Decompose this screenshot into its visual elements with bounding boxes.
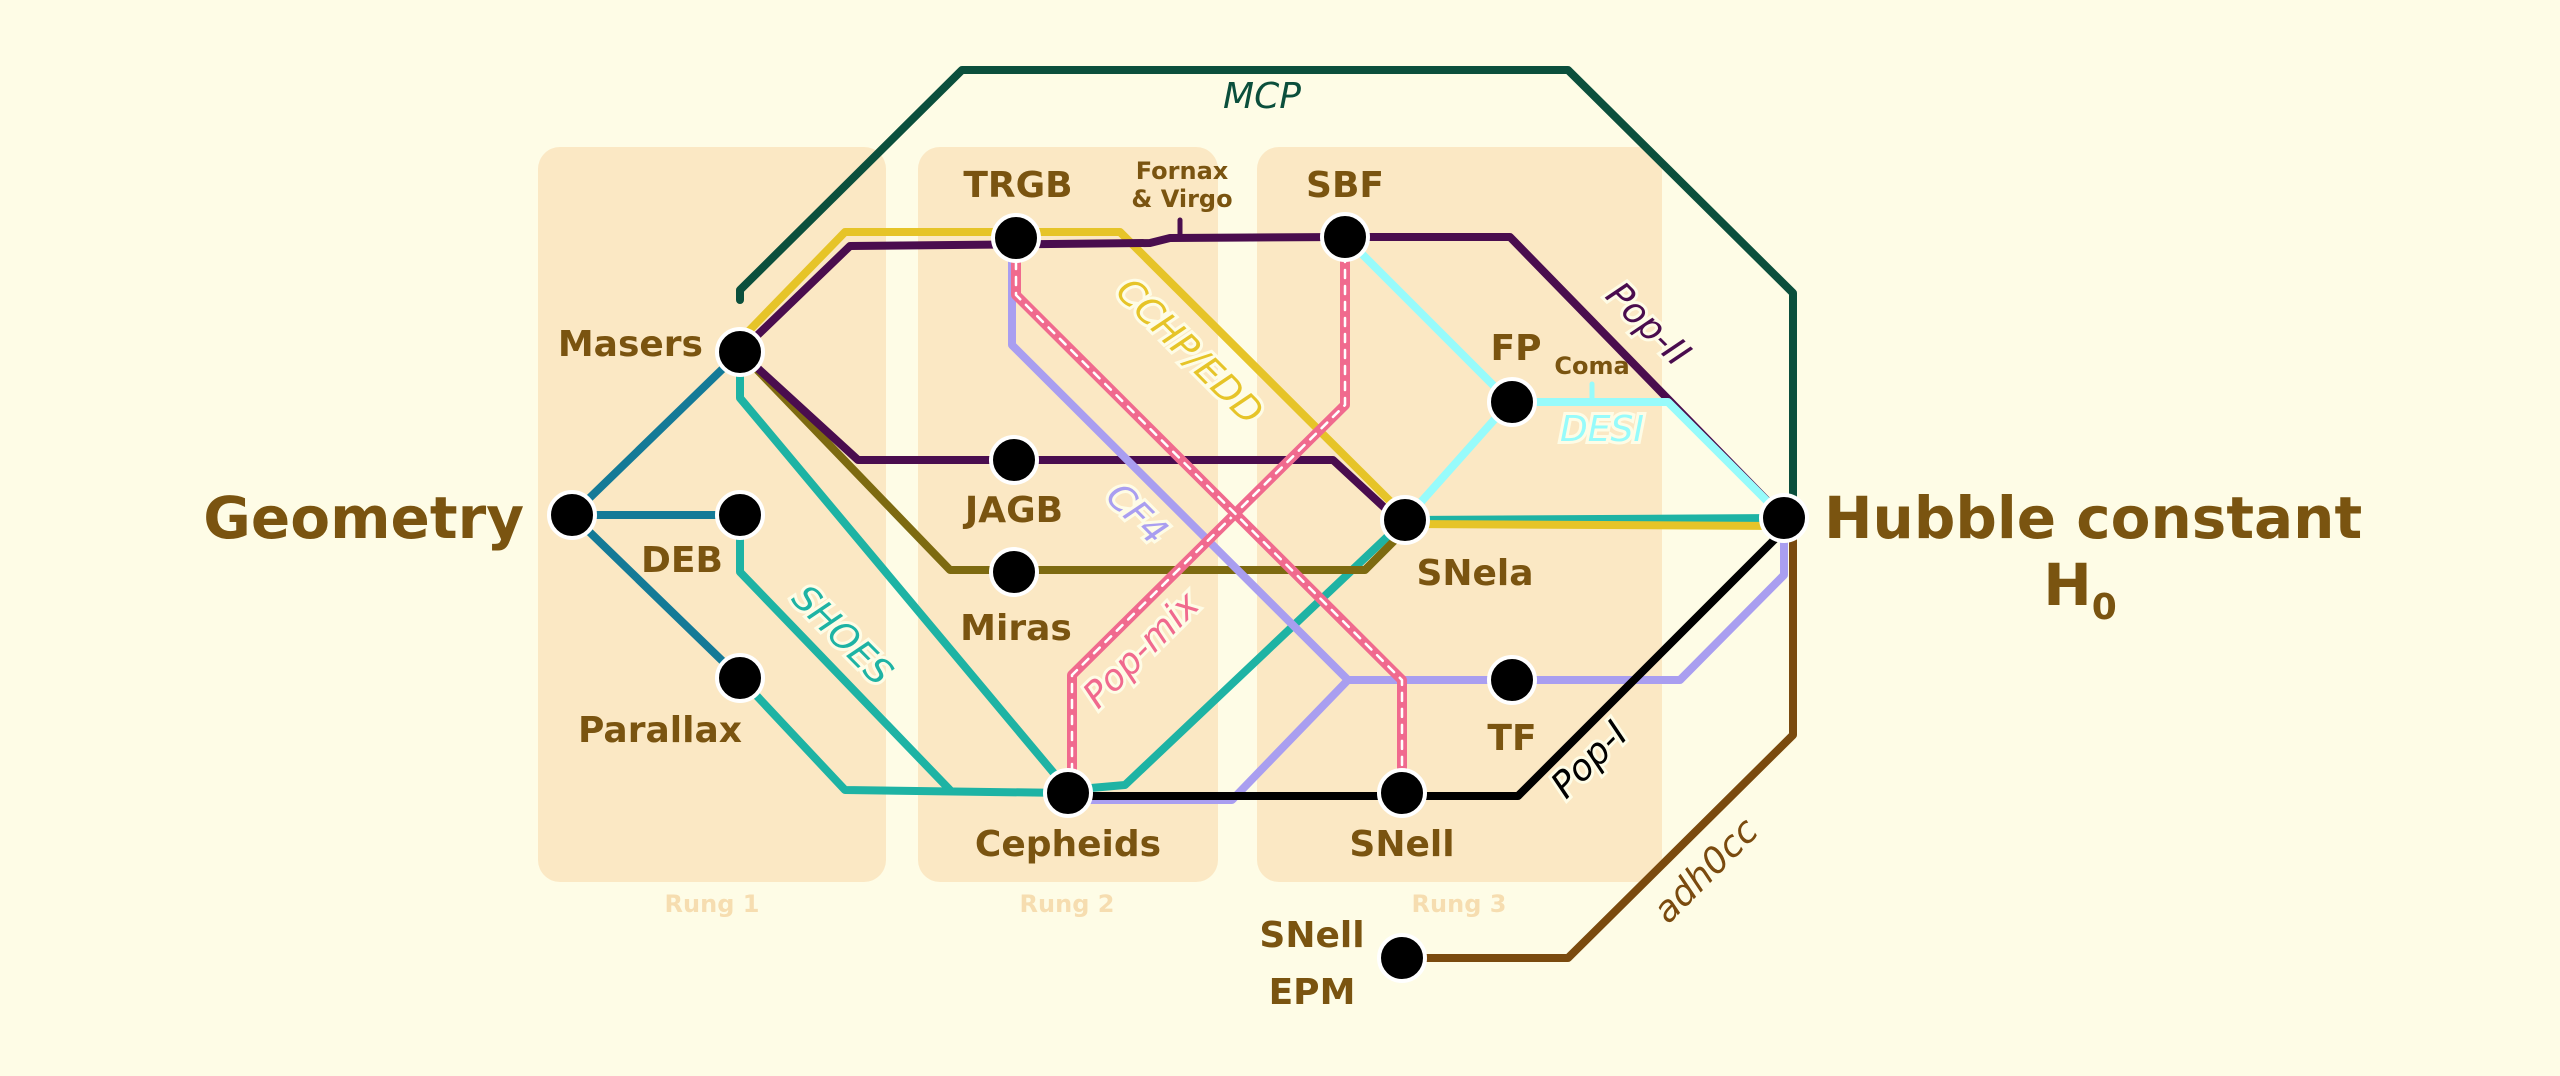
sbf-label: SBF: [1306, 165, 1384, 206]
geometry-masers-line: [568, 348, 744, 519]
snii-epm-label-2: EPM: [1269, 972, 1356, 1013]
sbf-node: [1320, 212, 1370, 262]
snii-node: [1377, 768, 1427, 818]
shoes-parallax-line: [736, 674, 1072, 797]
shoes-main-line: [1064, 514, 1788, 794]
fornax-label-2: & Virgo: [1131, 185, 1232, 213]
miras-node: [989, 547, 1039, 597]
miras-line: [736, 348, 1409, 574]
jagb-label: JAGB: [962, 490, 1063, 531]
rung-3-label: Rung 3: [1412, 890, 1507, 918]
popmix-branch-stripe: [1014, 243, 1404, 792]
fp-label: FP: [1491, 328, 1542, 369]
deb-label: DEB: [641, 540, 723, 581]
rung-2-label: Rung 2: [1020, 890, 1115, 918]
fornax-label-1: Fornax: [1136, 157, 1229, 185]
fp-node: [1487, 377, 1537, 427]
parallax-label: Parallax: [578, 710, 742, 751]
rung-1-label: Rung 1: [665, 890, 760, 918]
hubble-label: Hubble constant: [1824, 484, 2362, 552]
mcp-line: [736, 66, 1797, 504]
masers-label: Masers: [558, 324, 703, 365]
pop1-line: [1068, 526, 1788, 800]
coma-label: Coma: [1554, 352, 1629, 380]
trgb-label: TRGB: [963, 165, 1072, 206]
rung-3-box: [1257, 147, 1662, 882]
hubble-node: [1759, 493, 1809, 543]
cchp-line: [738, 228, 1788, 530]
trgb-node: [991, 213, 1041, 263]
jagb-node: [989, 435, 1039, 485]
masers-node: [715, 327, 765, 377]
snii-epm-label-1: SNell: [1259, 915, 1364, 956]
geometry-label: Geometry: [203, 484, 524, 552]
tf-node: [1487, 655, 1537, 705]
deb-node: [715, 490, 765, 540]
geometry-node: [547, 490, 597, 540]
geometry-parallax-line: [568, 511, 744, 682]
snia-node: [1380, 495, 1430, 545]
pop2-line: [736, 233, 1788, 522]
cepheids-label: Cepheids: [975, 824, 1161, 865]
snii-label: SNell: [1349, 824, 1454, 865]
mcp-label: MCP: [1223, 76, 1301, 117]
miras-label: Miras: [960, 608, 1072, 649]
pop2-jagb-line: [736, 348, 1404, 526]
snia-label: SNela: [1416, 553, 1533, 594]
cepheids-node: [1043, 768, 1093, 818]
desi-snia-line: [1401, 398, 1514, 524]
tf-label: TF: [1487, 718, 1536, 759]
popmix-line-stripe: [1070, 235, 1347, 790]
hubble-symbol: H0: [2043, 551, 2117, 628]
desi-label: DESI: [1560, 409, 1644, 450]
snii-epm-node: [1377, 933, 1427, 983]
adh0cc-line: [1398, 521, 1797, 962]
parallax-node: [715, 653, 765, 703]
desi-line: [1341, 233, 1788, 522]
adh0cc-label: adh0cc: [1645, 810, 1766, 931]
